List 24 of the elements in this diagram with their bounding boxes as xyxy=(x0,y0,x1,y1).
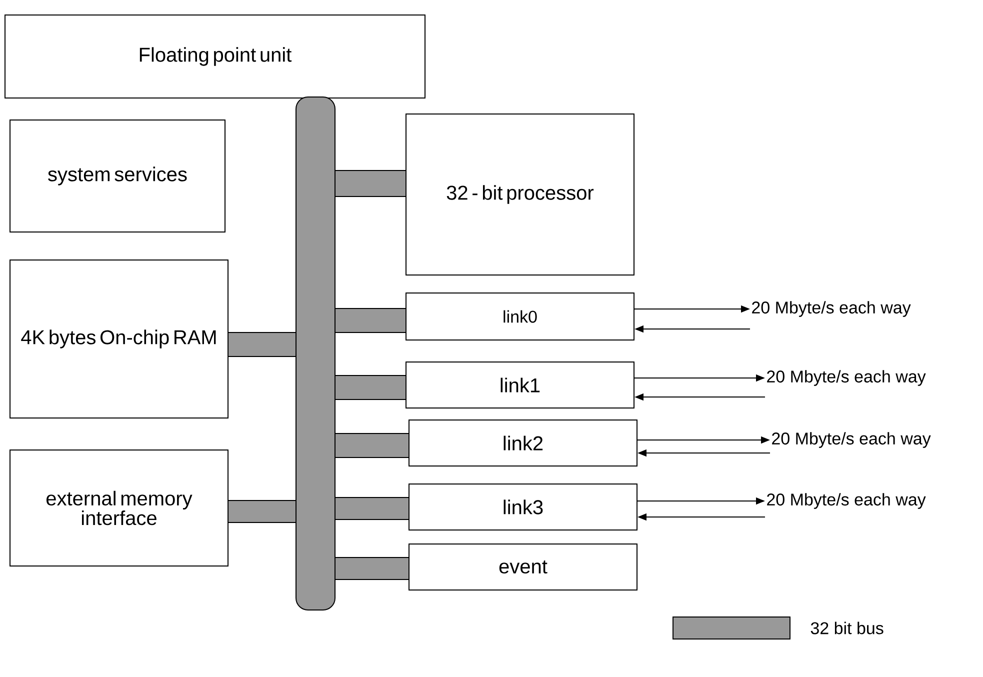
block-box: 4K bytes On-chip RAM xyxy=(10,260,228,418)
bus-connector xyxy=(336,433,408,458)
block-box: event xyxy=(408,544,638,590)
bus-connector xyxy=(336,308,406,333)
bus-connector xyxy=(228,500,296,523)
legend-label: 32 bit bus xyxy=(810,622,884,634)
rate-label: 20 Mbyte/s each way xyxy=(767,370,926,386)
block-box: system services xyxy=(10,120,226,232)
block-box: link3 xyxy=(408,484,638,530)
block-box: 32 - bit processor xyxy=(406,114,634,276)
bus-connector xyxy=(336,557,408,580)
bus-bar xyxy=(296,96,336,610)
rate-label: 20 Mbyte/s each way xyxy=(767,493,926,509)
block-box: external memory interface xyxy=(10,450,228,566)
rate-label: 20 Mbyte/s each way xyxy=(772,432,931,448)
bus-connector xyxy=(228,332,296,357)
block-box: Floating point unit xyxy=(4,14,426,98)
block-box: link2 xyxy=(408,420,638,466)
block-box: link1 xyxy=(406,362,634,408)
bus-connector xyxy=(336,497,408,520)
bus-connector xyxy=(336,170,406,197)
rate-label: 20 Mbyte/s each way xyxy=(752,301,911,317)
block-box: link0 xyxy=(406,292,634,340)
bus-connector xyxy=(336,375,406,400)
